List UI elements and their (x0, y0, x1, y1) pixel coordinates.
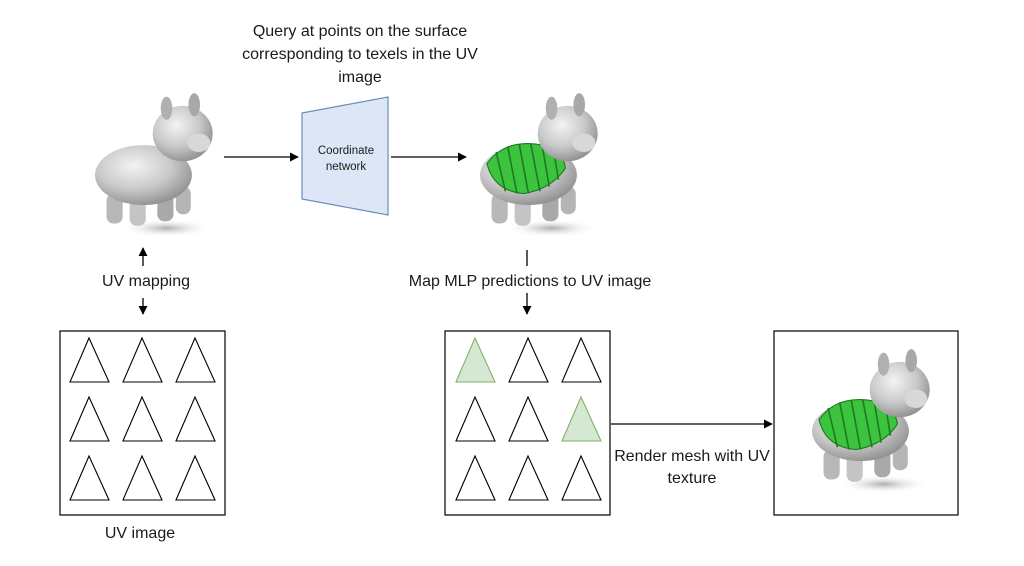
textured-cow-mesh (479, 92, 599, 239)
uv-triangle (175, 395, 216, 442)
uv-image-label: UV image (104, 525, 176, 542)
uv-triangle (561, 454, 602, 501)
uv-triangle (69, 454, 110, 501)
map-mlp-label: Map MLP predictions to UV image (408, 273, 652, 290)
coordinate-network-shape (301, 96, 389, 216)
plain-cow-mesh (95, 93, 213, 238)
uv-triangle-highlighted (455, 336, 496, 383)
uv-triangle (122, 395, 163, 442)
uv-triangle (175, 454, 216, 501)
render-mesh-label: Render mesh with UV texture (614, 448, 770, 487)
uv-triangle (508, 454, 549, 501)
uv-image-box (59, 330, 226, 516)
uv-triangle (69, 336, 110, 383)
uv-mapping-label: UV mapping (101, 273, 191, 290)
uv-triangle (508, 395, 549, 442)
uv-triangle (455, 454, 496, 501)
query-label: Query at points on the surface correspon… (242, 23, 478, 86)
uv-triangle (122, 454, 163, 501)
predicted-uv-triangle-grid (455, 336, 602, 501)
uv-triangle (175, 336, 216, 383)
uv-triangle (455, 395, 496, 442)
uv-triangle (122, 336, 163, 383)
uv-triangle (508, 336, 549, 383)
uv-triangle (561, 336, 602, 383)
uv-triangle-grid (69, 336, 216, 501)
uv-triangle (69, 395, 110, 442)
coordinate-network-label: Coordinate network (317, 145, 375, 173)
uv-triangle-highlighted (561, 395, 602, 442)
